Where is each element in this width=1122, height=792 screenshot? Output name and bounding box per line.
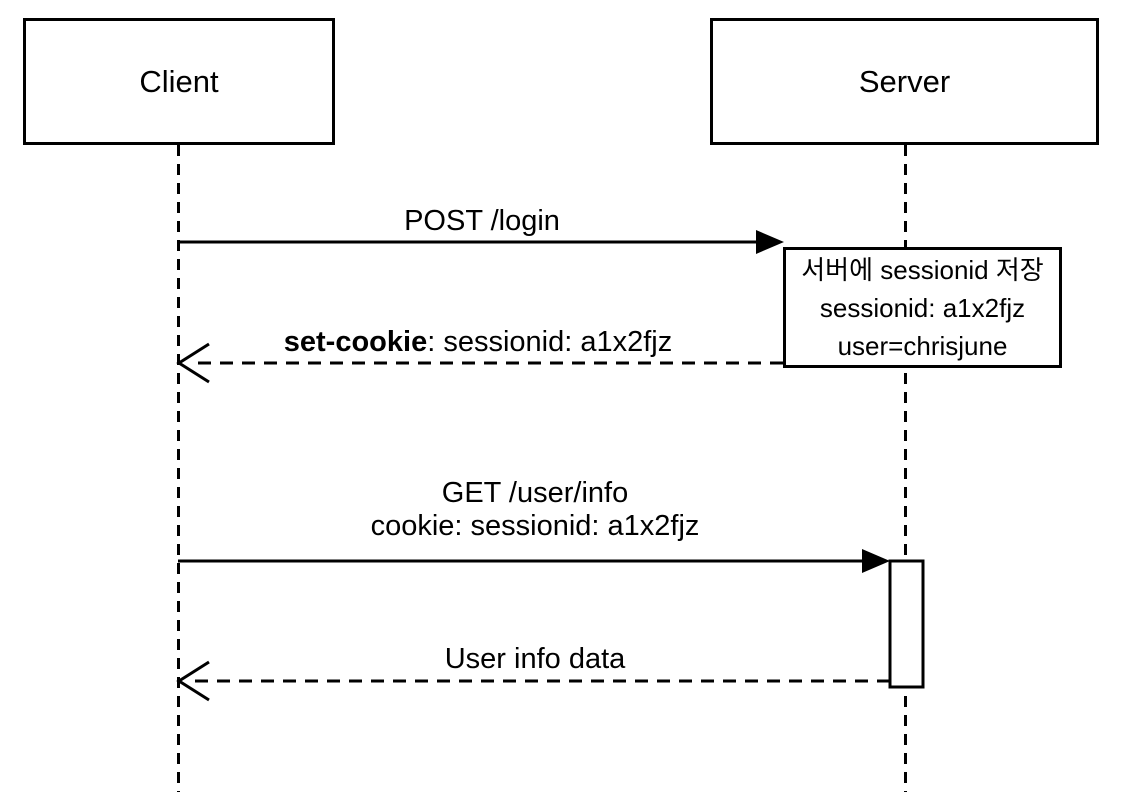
set-cookie-rest-text: : sessionid: a1x2fjz (427, 326, 673, 358)
participant-client-box: Client (23, 18, 335, 145)
message-user-info-data-label: User info data (444, 643, 626, 675)
get-userinfo-line1: GET /user/info (441, 477, 629, 509)
note-line-1: 서버에 sessionid 저장 (801, 254, 1044, 285)
open-arrowhead-icon (176, 660, 210, 702)
set-cookie-bold-text: set-cookie (283, 326, 428, 358)
participant-server-label: Server (858, 63, 951, 99)
server-activation-bar (888, 559, 925, 689)
server-session-note-box: 서버에 sessionid 저장 sessionid: a1x2fjz user… (783, 247, 1062, 368)
open-arrowhead-icon (176, 342, 210, 384)
note-line-2: sessionid: a1x2fjz (819, 292, 1026, 323)
filled-arrowhead-icon (862, 549, 890, 573)
filled-arrowhead-icon (756, 230, 784, 254)
message-get-userinfo-label: GET /user/info cookie: sessionid: a1x2fj… (371, 477, 700, 543)
get-userinfo-line2: cookie: sessionid: a1x2fjz (370, 510, 700, 542)
participant-server-box: Server (710, 18, 1099, 145)
message-set-cookie-label: set-cookie: sessionid: a1x2fjz (284, 326, 672, 359)
participant-client-label: Client (139, 63, 219, 99)
message-post-login-label: POST /login (404, 205, 560, 237)
note-line-3: user=chrisjune (837, 330, 1008, 361)
